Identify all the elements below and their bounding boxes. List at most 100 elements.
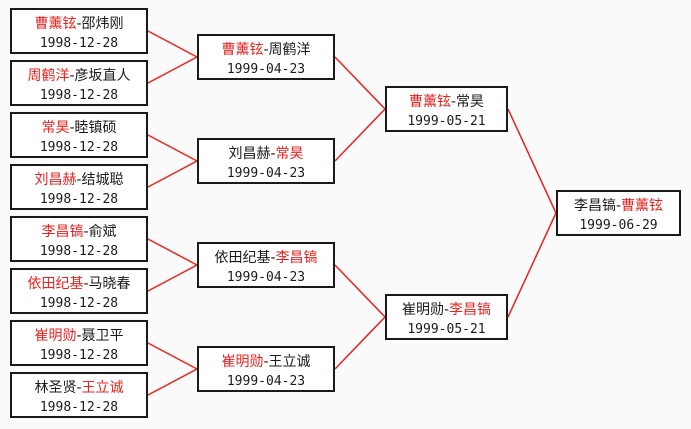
player-2-name: 邵炜刚 bbox=[81, 16, 124, 32]
match-box-r2-4: 崔明勋-王立诚 1999-04-23 bbox=[197, 346, 335, 392]
connector-r3-2 bbox=[507, 212, 557, 318]
match-box-r1-3: 常昊-睦镇硕 1998-12-28 bbox=[10, 112, 148, 158]
player-1-name: 李昌镐 bbox=[573, 198, 616, 214]
player-1-name: 曹薰铉 bbox=[34, 16, 77, 32]
player-2-name: 彦坂直人 bbox=[74, 68, 131, 84]
player-2-name: 王立诚 bbox=[81, 380, 124, 396]
match-box-r2-3: 依田纪基-李昌镐 1999-04-23 bbox=[197, 242, 335, 288]
player-separator: - bbox=[69, 68, 75, 84]
connector-r1-1 bbox=[147, 30, 198, 58]
player-separator: - bbox=[76, 16, 82, 32]
connector-r1-5 bbox=[147, 238, 198, 266]
player-separator: - bbox=[450, 94, 457, 110]
match-date: 1999-05-21 bbox=[407, 114, 486, 129]
player-1-name: 崔明勋 bbox=[401, 302, 444, 318]
match-box-r3-2: 崔明勋-李昌镐 1999-05-21 bbox=[385, 294, 508, 340]
player-separator: - bbox=[76, 380, 82, 396]
player-separator: - bbox=[83, 224, 89, 240]
match-date: 1999-04-23 bbox=[226, 374, 306, 389]
player-1-name: 林圣贤 bbox=[34, 380, 77, 396]
match-box-r2-1: 曹薰铉-周鹤洋 1999-04-23 bbox=[197, 34, 335, 80]
player-separator: - bbox=[443, 302, 450, 318]
player-1-name: 崔明勋 bbox=[34, 328, 77, 344]
match-date: 1998-12-28 bbox=[39, 244, 119, 259]
match-box-r1-1: 曹薰铉-邵炜刚 1998-12-28 bbox=[10, 8, 148, 54]
player-2-name: 俞斌 bbox=[88, 224, 117, 240]
player-2-name: 常昊 bbox=[275, 146, 304, 162]
player-2-name: 马晓春 bbox=[88, 276, 131, 292]
player-separator: - bbox=[263, 42, 269, 58]
connector-r1-7 bbox=[147, 342, 198, 370]
match-date: 1998-12-28 bbox=[39, 88, 119, 103]
match-date: 1998-12-28 bbox=[39, 192, 119, 207]
player-2-name: 曹薰铉 bbox=[621, 198, 664, 214]
match-box-r2-2: 刘昌赫-常昊 1999-04-23 bbox=[197, 138, 335, 184]
match-players: 林圣贤-王立诚 bbox=[12, 378, 146, 398]
player-1-name: 曹薰铉 bbox=[408, 94, 451, 110]
match-date: 1999-04-23 bbox=[226, 166, 306, 181]
player-separator: - bbox=[615, 198, 622, 214]
player-separator: - bbox=[263, 354, 269, 370]
match-date: 1998-12-28 bbox=[39, 140, 119, 155]
player-2-name: 常昊 bbox=[456, 94, 485, 110]
player-1-name: 刘昌赫 bbox=[228, 146, 271, 162]
match-players: 崔明勋-王立诚 bbox=[199, 352, 333, 372]
player-1-name: 李昌镐 bbox=[41, 224, 84, 240]
match-date: 1999-04-23 bbox=[226, 62, 306, 77]
player-2-name: 结城聪 bbox=[81, 172, 124, 188]
player-2-name: 李昌镐 bbox=[449, 302, 492, 318]
match-players: 曹薰铉-周鹤洋 bbox=[199, 40, 333, 60]
player-2-name: 周鹤洋 bbox=[268, 42, 311, 58]
connector-r2-2 bbox=[334, 108, 386, 162]
match-date: 1998-12-28 bbox=[39, 400, 119, 415]
player-1-name: 常昊 bbox=[41, 120, 70, 136]
player-separator: - bbox=[270, 250, 276, 266]
match-date: 1998-12-28 bbox=[39, 348, 119, 363]
match-players: 崔明勋-李昌镐 bbox=[387, 300, 506, 320]
player-1-name: 曹薰铉 bbox=[221, 42, 264, 58]
match-players: 李昌镐-俞斌 bbox=[12, 222, 146, 242]
match-box-r1-7: 崔明勋-聂卫平 1998-12-28 bbox=[10, 320, 148, 366]
connector-r1-3 bbox=[147, 134, 198, 162]
player-2-name: 睦镇硕 bbox=[74, 120, 117, 136]
connector-r1-2 bbox=[147, 56, 198, 84]
player-separator: - bbox=[69, 120, 75, 136]
player-1-name: 周鹤洋 bbox=[27, 68, 70, 84]
connector-r1-4 bbox=[147, 160, 198, 188]
match-box-r1-4: 刘昌赫-结城聪 1998-12-28 bbox=[10, 164, 148, 210]
match-players: 常昊-睦镇硕 bbox=[12, 118, 146, 138]
connector-r1-6 bbox=[147, 264, 198, 292]
match-players: 李昌镐-曹薰铉 bbox=[558, 196, 679, 216]
match-players: 依田纪基-李昌镐 bbox=[199, 248, 333, 268]
connector-r2-4 bbox=[334, 316, 386, 370]
match-date: 1999-04-23 bbox=[226, 270, 306, 285]
connector-r2-1 bbox=[334, 56, 386, 110]
match-date: 1998-12-28 bbox=[39, 36, 119, 51]
player-separator: - bbox=[76, 172, 82, 188]
connector-r1-8 bbox=[147, 368, 198, 396]
match-players: 崔明勋-聂卫平 bbox=[12, 326, 146, 346]
match-players: 曹薰铉-邵炜刚 bbox=[12, 14, 146, 34]
match-players: 刘昌赫-结城聪 bbox=[12, 170, 146, 190]
player-2-name: 王立诚 bbox=[268, 354, 311, 370]
match-players: 曹薰铉-常昊 bbox=[387, 92, 506, 112]
match-date: 1998-12-28 bbox=[39, 296, 119, 311]
match-box-r1-2: 周鹤洋-彦坂直人 1998-12-28 bbox=[10, 60, 148, 106]
match-players: 刘昌赫-常昊 bbox=[199, 144, 333, 164]
match-date: 1999-05-21 bbox=[407, 322, 486, 337]
player-1-name: 刘昌赫 bbox=[34, 172, 77, 188]
match-players: 周鹤洋-彦坂直人 bbox=[12, 66, 146, 86]
player-2-name: 聂卫平 bbox=[81, 328, 124, 344]
connector-r3-1 bbox=[507, 108, 557, 214]
match-box-r1-5: 李昌镐-俞斌 1998-12-28 bbox=[10, 216, 148, 262]
player-separator: - bbox=[76, 328, 82, 344]
player-1-name: 依田纪基 bbox=[27, 276, 84, 292]
player-1-name: 崔明勋 bbox=[221, 354, 264, 370]
player-1-name: 依田纪基 bbox=[214, 250, 271, 266]
player-separator: - bbox=[270, 146, 276, 162]
connector-r2-3 bbox=[334, 264, 386, 318]
match-box-r1-8: 林圣贤-王立诚 1998-12-28 bbox=[10, 372, 148, 418]
